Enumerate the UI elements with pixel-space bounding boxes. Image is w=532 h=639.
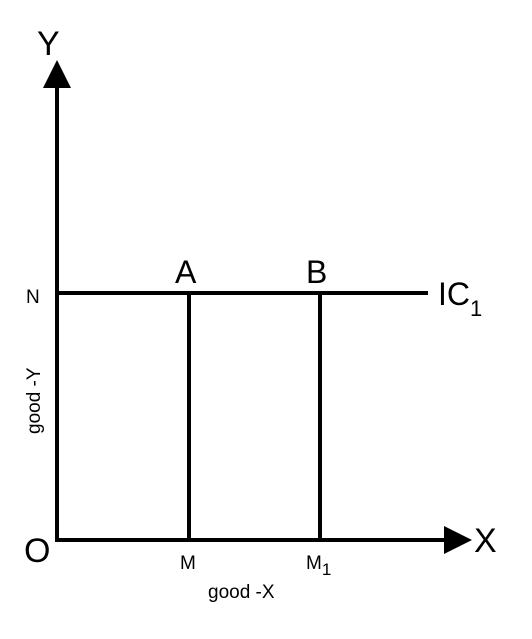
x-tick-m1-main: M xyxy=(306,553,322,574)
origin-label: O xyxy=(24,532,50,570)
x-tick-m-label: M xyxy=(180,553,196,574)
x-axis-label: X xyxy=(474,522,497,560)
x-tick-m1-sub: 1 xyxy=(322,560,331,579)
point-b-label: B xyxy=(306,254,327,290)
y-axis-label: Y xyxy=(37,25,60,63)
x-axis-arrowhead xyxy=(444,526,472,554)
x-tick-m1-label: M1 xyxy=(306,553,331,579)
y-axis-arrowhead xyxy=(43,60,71,88)
y-axis-title: good -Y xyxy=(24,367,45,434)
ic1-label: IC1 xyxy=(438,276,482,321)
point-a-label: A xyxy=(175,254,197,290)
ic1-label-sub: 1 xyxy=(470,296,482,321)
y-tick-n-label: N xyxy=(26,287,40,308)
ic1-label-main: IC xyxy=(438,276,470,312)
x-axis-title: good -X xyxy=(208,582,275,603)
